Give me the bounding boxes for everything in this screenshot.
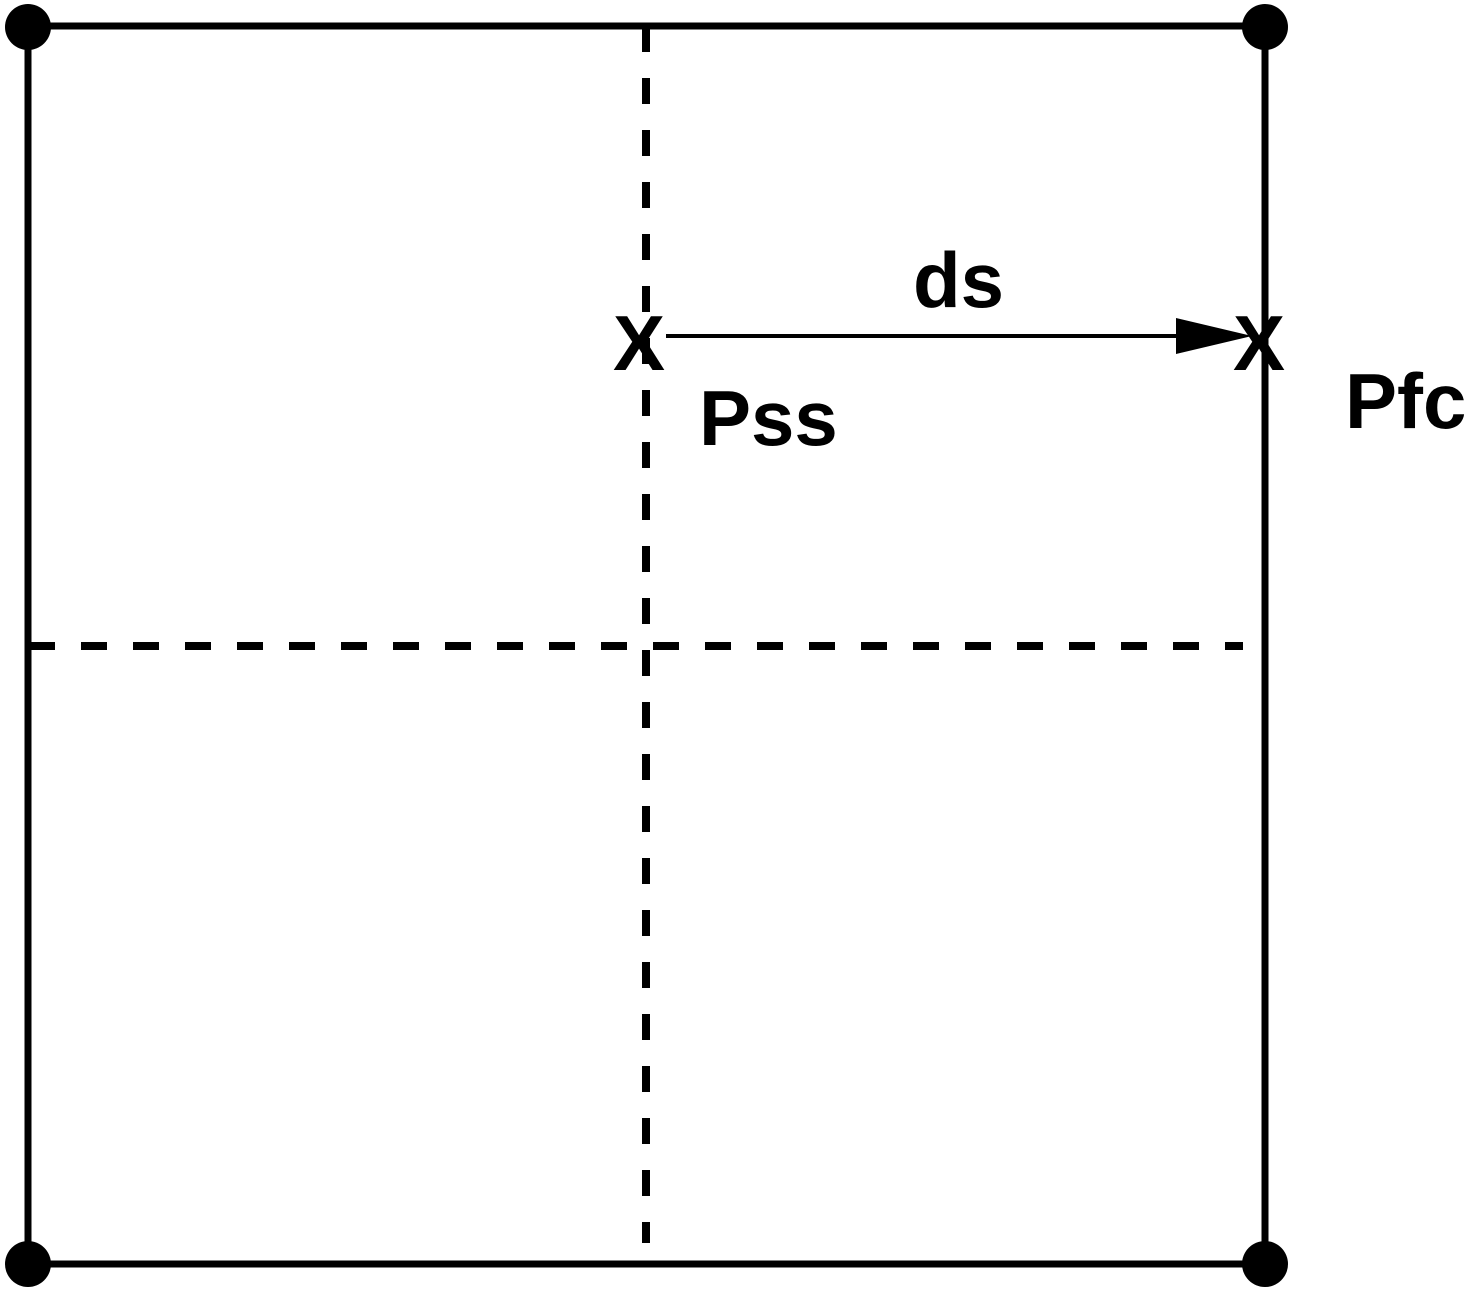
node-top-right-icon	[1242, 4, 1288, 50]
marker-pfc-x-icon: X	[1233, 299, 1285, 387]
arrow-head-icon	[1176, 318, 1252, 354]
corner-nodes-group	[5, 4, 1288, 1287]
centerlines-group	[29, 26, 1243, 1243]
label-pfc: Pfc	[1345, 357, 1466, 445]
node-top-left-icon	[5, 4, 51, 50]
marker-pss-x-icon: X	[613, 299, 665, 387]
ds-dimension-arrow	[666, 318, 1252, 354]
label-ds: ds	[913, 236, 1004, 324]
node-bottom-left-icon	[5, 1241, 51, 1287]
point-markers-group: X X	[613, 299, 1285, 387]
label-pss: Pss	[699, 374, 838, 462]
labels-group: ds Pss Pfc	[699, 236, 1466, 462]
node-bottom-right-icon	[1242, 1241, 1288, 1287]
